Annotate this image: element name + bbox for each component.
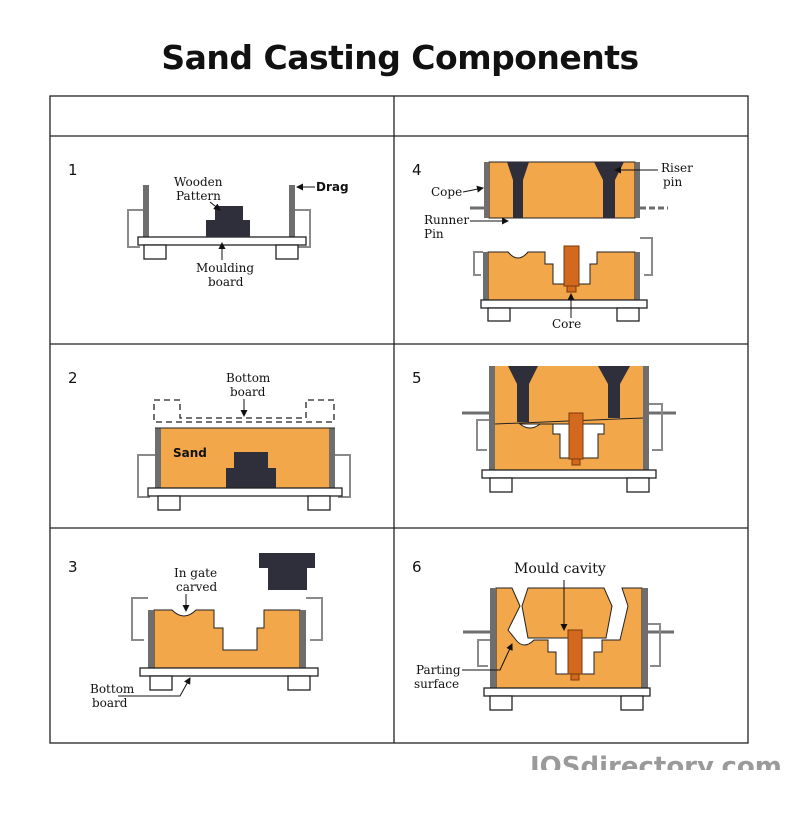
label-surface: surface [414,677,459,691]
cope-mould [521,587,613,639]
page-title: Sand Casting Components [161,38,639,77]
panel-1: 1 Wooden Pattern Drag Moulding board [68,161,349,289]
drag-mould [495,587,643,689]
panel-4: 4 Cope Riser pin Runner Pin Core [412,161,693,331]
label-pin: pin [663,175,683,189]
label-runner-pin: Pin [424,227,444,241]
label-mould-cavity: Mould cavity [514,561,606,577]
label-pattern: Pattern [176,189,221,203]
label-moulding: Moulding [196,261,254,275]
panel-2: 2 Bottom board Sand [68,369,351,511]
label-bottom: Bottom [90,682,135,696]
core [563,245,580,287]
panel-6: 6 Mould cavity Parting surface [412,558,674,711]
label-core: Core [552,317,581,331]
panel-number: 4 [412,161,422,179]
label-wooden: Wooden [174,175,223,189]
wooden-pattern [226,452,276,488]
riser-pin [594,162,624,218]
drag-wall-left [143,185,149,237]
sand-mould [153,609,301,669]
frame-handle-right [295,209,311,248]
bottom-board-outline [153,399,335,423]
wooden-pattern [206,206,250,237]
label-sand: Sand [173,446,207,460]
panel-number: 6 [412,558,422,576]
label-board: board [92,696,128,710]
watermark-logo: IQSdirectory.com [530,752,782,770]
board-foot-right [275,244,299,260]
label-runner: Runner [424,213,469,227]
label-riser: Riser [661,161,693,175]
drag-mould [487,251,636,301]
board-foot-left [143,244,167,260]
label-drag: Drag [316,180,349,194]
label-carved: carved [176,580,217,594]
label-board: board [230,385,266,399]
drag-wall-right [289,185,295,237]
wooden-pattern-removed [259,553,315,590]
panel-number: 5 [412,369,422,387]
frame-handle-left [127,209,143,248]
label-parting: Parting [416,663,461,677]
label-board: board [208,275,244,289]
panel-5: 5 [412,366,676,493]
panel-3: 3 In gate carved Bottom board [68,553,323,710]
panel-number: 2 [68,369,78,387]
label-bottom: Bottom [226,371,271,385]
panel-number: 3 [68,558,78,576]
diagram-grid [49,95,749,744]
runner-pin [507,162,529,218]
label-in-gate: In gate [174,566,217,580]
panel-number: 1 [68,161,78,179]
label-cope: Cope [431,185,462,199]
